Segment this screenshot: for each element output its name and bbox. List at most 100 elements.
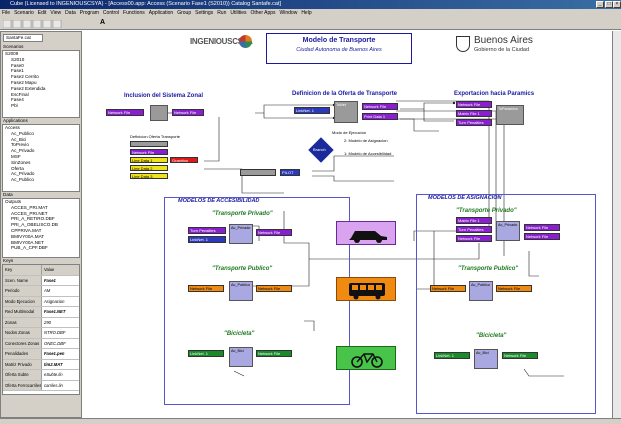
data-file-item[interactable]: PRI_A_RETIRO.DBF [11, 216, 55, 222]
menu-item[interactable]: Functions [123, 10, 145, 16]
asig-pub-out[interactable]: Network File [496, 285, 532, 292]
key-value[interactable]: 290 [43, 319, 51, 325]
asig-pub-in[interactable]: Network File [430, 285, 466, 292]
menu-item[interactable]: Scenario [14, 10, 34, 16]
menu-item[interactable]: View [50, 10, 62, 16]
acc-priv-linknet[interactable]: LinkNet. 1 [188, 236, 226, 243]
scenario-item[interactable]: Fase1 [11, 68, 24, 74]
data-file-item[interactable]: BMIVY00A.MAT [11, 233, 45, 239]
zonal-network-out[interactable]: Network File [172, 109, 204, 116]
data-file-item[interactable]: ACCES_PRI.MAT [11, 204, 48, 210]
application-item[interactable]: MSF [11, 153, 21, 159]
key-value[interactable]: Fase1.NET [43, 309, 66, 314]
scenario-item[interactable]: S2010 [11, 56, 25, 62]
zonal-network-in[interactable]: Network File [106, 109, 144, 116]
scenario-item[interactable]: S2009 [5, 51, 19, 56]
acc-pub-in[interactable]: Network File [188, 285, 224, 292]
acc-priv-process[interactable]: Ac_Privado [229, 224, 253, 244]
asig-bici-in[interactable]: LinkNet. 1 [434, 352, 470, 359]
def-line3[interactable]: Line Data 3 [130, 173, 168, 179]
def-line1[interactable]: Line Data 1 [130, 157, 168, 163]
data-file-item[interactable]: BMIVY00A.NET [11, 239, 44, 245]
menu-item[interactable]: Group [177, 10, 192, 16]
def-line2[interactable]: Line Data 2 [130, 165, 168, 171]
menu-item[interactable]: Other Apps [250, 10, 276, 16]
toolbar-buttons[interactable] [2, 19, 83, 29]
key-value[interactable]: eSubte.lin [43, 372, 63, 377]
data-file-item[interactable]: Outputs [5, 199, 22, 204]
acc-priv-turn[interactable]: Turn Penalties [188, 227, 226, 234]
scenario-item[interactable]: Fase0 [11, 62, 24, 68]
minimize-button[interactable]: _ [596, 1, 604, 8]
application-item[interactable]: ToPrevio [11, 142, 29, 148]
acc-priv-out[interactable]: Network File [256, 229, 292, 236]
oferta-process[interactable]: ToNet [334, 101, 358, 123]
catalog-tab[interactable]: SantaFe.cat [3, 34, 43, 42]
menu-item[interactable]: Application [148, 10, 174, 16]
menu-item[interactable]: File [2, 10, 11, 16]
oferta-network-out[interactable]: Network File [362, 103, 398, 110]
key-value[interactable]: AM [43, 288, 51, 293]
menu-item[interactable]: Help [301, 10, 312, 16]
text-tool-icon[interactable]: A [100, 19, 106, 26]
key-value[interactable]: Fase1 [43, 277, 56, 283]
menu-item[interactable]: Window [279, 10, 298, 16]
def-network[interactable]: Network File [130, 149, 168, 155]
paramics-network[interactable]: Network File [456, 101, 492, 108]
asig-pub-process[interactable]: Ac_Publico [469, 281, 493, 301]
def-graphics[interactable]: Graphics [170, 157, 198, 163]
def-gray-node[interactable] [130, 141, 168, 147]
asig-priv-out2[interactable]: Network File [524, 233, 560, 240]
data-file-item[interactable]: CPPRIVA.MAT [11, 227, 42, 233]
key-value[interactable]: Asignacion [43, 298, 65, 304]
key-value[interactable]: carriles.lin [43, 382, 63, 388]
menu-item[interactable]: Program [79, 10, 99, 16]
data-file-item[interactable]: ACCES_PRI.NET [11, 210, 48, 216]
application-item[interactable]: Ac_Privado [11, 171, 35, 177]
application-item[interactable]: Ac_Bici [11, 136, 27, 142]
acc-bici-process[interactable]: Ac_Bici [229, 347, 253, 367]
pilot-in[interactable] [240, 169, 276, 176]
key-value[interactable]: tim2.MAT [43, 361, 63, 367]
zonal-process[interactable] [150, 105, 168, 121]
asig-priv-matrix[interactable]: Matrix File 1 [456, 217, 492, 224]
asig-priv-process[interactable]: Ac_Privado [496, 221, 520, 241]
scenario-item[interactable]: Fase4 [11, 97, 24, 103]
menu-item[interactable]: Utilities [230, 10, 247, 16]
paramics-process[interactable]: ToParamics [496, 105, 524, 125]
application-item[interactable]: Ac_Publico [11, 177, 34, 183]
menu-item[interactable]: Settings [195, 10, 214, 16]
scenario-item[interactable]: Fase2 Mapu [11, 79, 37, 85]
key-value[interactable]: ONEC.DBF [43, 340, 66, 346]
close-button[interactable]: × [613, 1, 621, 8]
pilot-node[interactable]: PILOT [280, 169, 300, 176]
maximize-button[interactable]: □ [605, 1, 613, 8]
asig-priv-turn[interactable]: Turn Penalties [456, 226, 492, 233]
acc-pub-out[interactable]: Network File [256, 285, 292, 292]
menu-item[interactable]: Edit [37, 10, 47, 16]
acc-bici-out[interactable]: Network File [256, 350, 292, 357]
asig-bici-process[interactable]: Ac_Bici [474, 349, 498, 369]
data-file-item[interactable]: PRI_A_OBELISCO.DB [11, 222, 58, 228]
flow-canvas[interactable]: INGENIOUSCSYA Modelo de Transporte Ciuda… [84, 31, 612, 418]
asig-priv-out1[interactable]: Network File [524, 224, 560, 231]
asig-bici-out[interactable]: Network File [502, 352, 538, 359]
scenario-item[interactable]: Fase2 Extendida [11, 85, 46, 91]
data-file-item[interactable]: PUB_A_CPF.DBF [11, 245, 48, 251]
acc-bici-in[interactable]: LinkNet. 1 [188, 350, 224, 357]
application-item[interactable]: Access [5, 125, 20, 130]
paramics-turn[interactable]: Turn Penalties [456, 119, 492, 126]
